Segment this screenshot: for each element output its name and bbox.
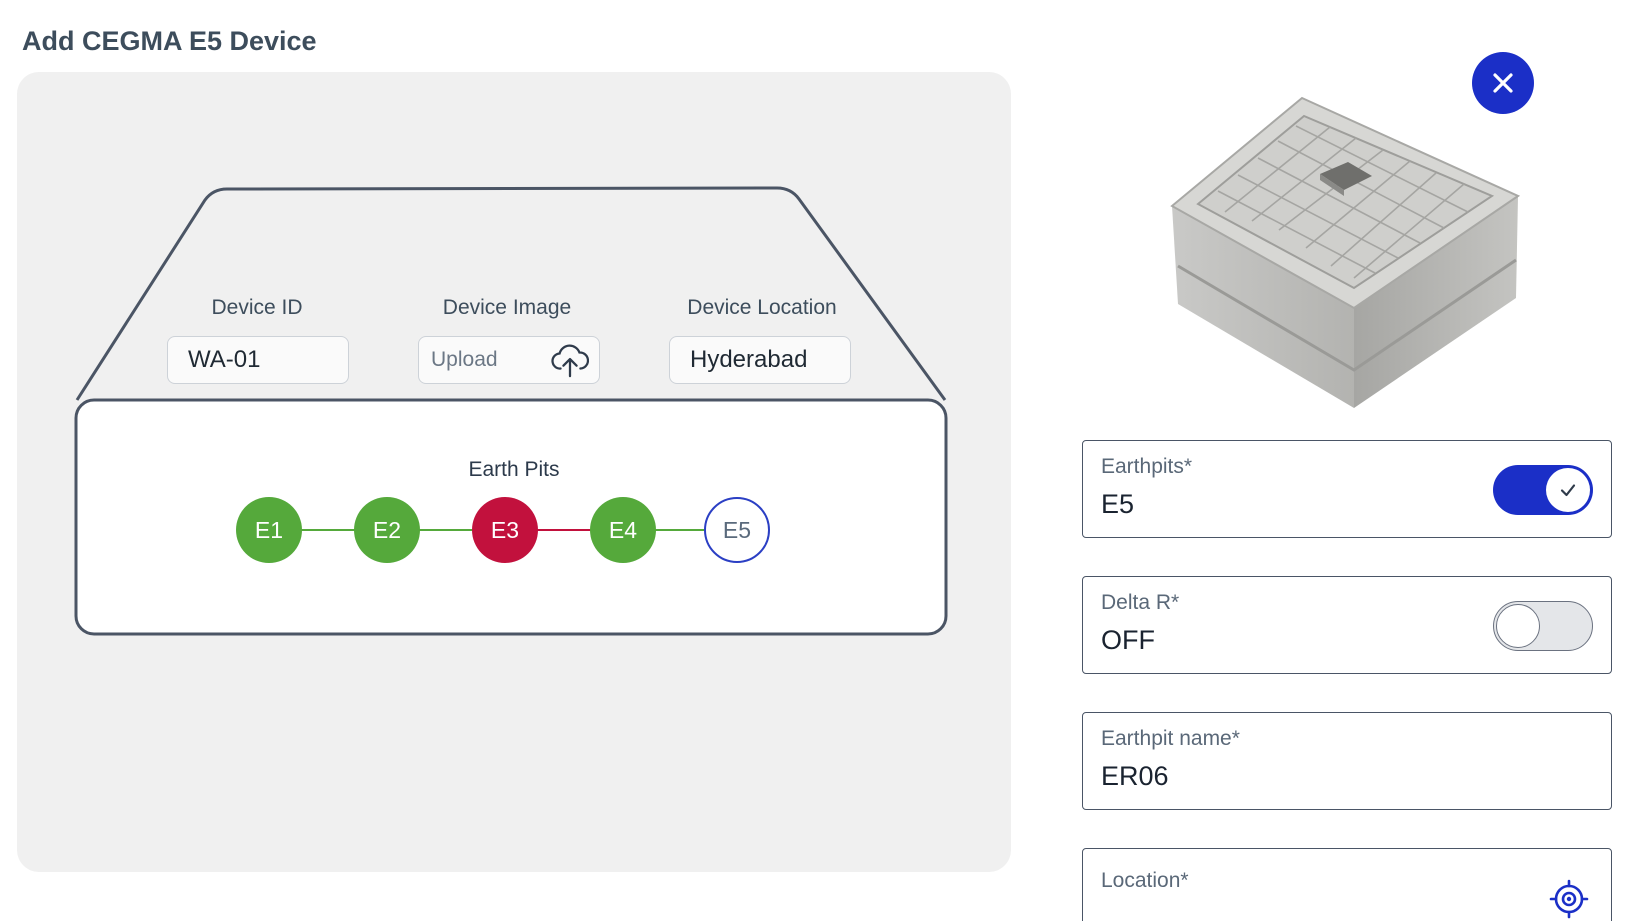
toggle-knob [1496, 604, 1540, 648]
earth-pit-e4[interactable]: E4 [590, 497, 656, 563]
earth-pit-e3[interactable]: E3 [472, 497, 538, 563]
location-field[interactable]: Location* [1082, 848, 1612, 921]
device-id-field[interactable]: WA-01 [167, 336, 349, 384]
location-label: Location* [1101, 869, 1189, 892]
close-icon [1493, 73, 1513, 93]
device-id-label: Device ID [211, 296, 303, 319]
earth-pit-e2[interactable]: E2 [354, 497, 420, 563]
earthpit-name-label: Earthpit name* [1101, 727, 1240, 750]
earthpits-toggle[interactable] [1493, 465, 1593, 515]
toggle-knob [1546, 468, 1590, 512]
earthpits-value: E5 [1101, 489, 1135, 519]
delta-r-label: Delta R* [1101, 591, 1180, 614]
device-location-field[interactable]: Hyderabad [669, 336, 851, 384]
earth-pits-title: Earth Pits [468, 458, 560, 481]
earthpit-name-field[interactable]: Earthpit name* ER06 [1082, 712, 1612, 810]
device-id-value: WA-01 [188, 346, 261, 373]
device-diagram-panel: Device ID WA-01 Device Image Upload Devi… [17, 72, 1011, 872]
device-location-label: Device Location [687, 296, 837, 319]
earthpit-name-value: ER06 [1101, 761, 1169, 791]
earth-pit-product-image [1170, 96, 1520, 408]
delta-r-card[interactable]: Delta R* OFF [1082, 576, 1612, 674]
earth-pit-e5[interactable]: E5 [704, 497, 770, 563]
device-image-upload[interactable]: Upload [418, 336, 600, 384]
check-icon [1560, 484, 1576, 497]
delta-r-toggle[interactable] [1493, 601, 1593, 651]
earthpits-label: Earthpits* [1101, 455, 1193, 478]
earth-pit-e1[interactable]: E1 [236, 497, 302, 563]
earthpits-card[interactable]: Earthpits* E5 [1082, 440, 1612, 538]
upload-text: Upload [431, 348, 498, 371]
page-title: Add CEGMA E5 Device [22, 26, 317, 56]
device-location-value: Hyderabad [690, 346, 808, 373]
upload-cloud-icon[interactable] [551, 344, 589, 378]
target-location-icon[interactable] [1549, 879, 1589, 919]
close-button[interactable] [1472, 52, 1534, 114]
delta-r-value: OFF [1101, 625, 1155, 655]
device-image-label: Device Image [442, 296, 572, 319]
